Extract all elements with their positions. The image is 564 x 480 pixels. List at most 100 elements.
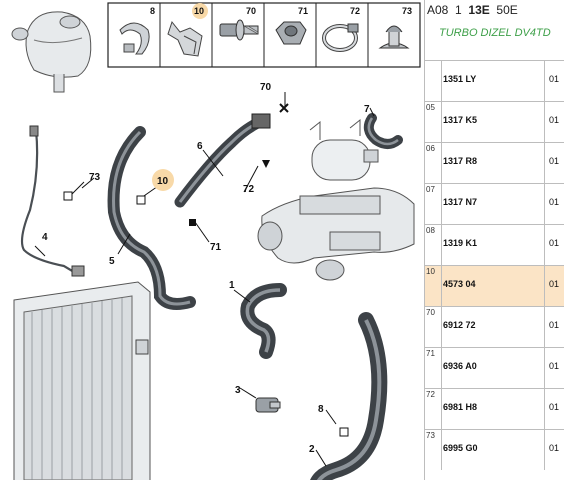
- hose-7[interactable]: [363, 113, 403, 149]
- table-row[interactable]: 70 6912 72 01: [425, 306, 564, 347]
- hose-1[interactable]: [240, 283, 287, 359]
- row-part-number[interactable]: 1317 K5: [443, 115, 478, 125]
- row-ref: 72: [426, 390, 435, 399]
- row-ref: 05: [426, 103, 435, 112]
- row-divider: [441, 307, 442, 347]
- table-row[interactable]: 05 1317 K5 01: [425, 101, 564, 142]
- parts-panel: A08 1 13E 50E TURBO DIZEL DV4TD 1351 LY 0…: [424, 0, 564, 480]
- thumb-label-72: 72: [350, 6, 360, 16]
- row-ref: 71: [426, 349, 435, 358]
- engine-name: TURBO DIZEL DV4TD: [439, 27, 551, 39]
- hose-4[interactable]: [20, 125, 85, 277]
- callout-7: 7: [364, 104, 370, 115]
- callout-4: 4: [42, 232, 48, 243]
- callout-72: 72: [243, 184, 255, 195]
- thumb-label-8: 8: [150, 6, 155, 16]
- row-part-number[interactable]: 4573 04: [443, 279, 476, 289]
- thumb-label-70: 70: [246, 6, 256, 16]
- table-row[interactable]: 07 1317 N7 01: [425, 183, 564, 224]
- row-ref: 08: [426, 226, 435, 235]
- row-part-number[interactable]: 6995 G0: [443, 443, 478, 453]
- row-divider: [544, 389, 545, 429]
- row-part-number[interactable]: 1317 N7: [443, 197, 478, 207]
- water-outlet-housing[interactable]: [257, 187, 415, 281]
- row-quantity: 01: [549, 361, 560, 371]
- callout-highlight-10: [152, 169, 174, 191]
- row-part-number[interactable]: 1319 K1: [443, 238, 478, 248]
- callout-labels: 10 73 4 5 6 70 7 72 71 1 3 8 2: [42, 82, 370, 455]
- thumb-bolt-70[interactable]: 70: [219, 6, 259, 41]
- thumb-label-71: 71: [298, 6, 308, 16]
- row-quantity: 01: [549, 156, 560, 166]
- row-quantity: 01: [549, 74, 560, 84]
- row-quantity: 01: [549, 443, 560, 453]
- callout-10: 10: [157, 176, 169, 187]
- row-divider: [544, 348, 545, 388]
- callout-8: 8: [318, 404, 324, 415]
- row-part-number[interactable]: 1351 LY: [443, 74, 477, 84]
- header-engine-code: 13E: [468, 3, 490, 17]
- row-divider: [441, 102, 442, 142]
- thumb-nut-71[interactable]: 71: [275, 6, 308, 45]
- row-ref: 70: [426, 308, 435, 317]
- row-part-number[interactable]: 6912 72: [443, 320, 476, 330]
- thumb-clip-10[interactable]: 10: [167, 3, 208, 57]
- table-row[interactable]: 71 6936 A0 01: [425, 347, 564, 388]
- row-quantity: 01: [549, 320, 560, 330]
- callout-70: 70: [260, 82, 272, 93]
- marker-8: [339, 427, 349, 437]
- hose-6[interactable]: [174, 113, 271, 208]
- row-quantity: 01: [549, 115, 560, 125]
- diagram-header: A08 1 13E 50E: [425, 0, 564, 21]
- row-divider: [544, 266, 545, 306]
- table-row[interactable]: 1351 LY 01: [425, 60, 564, 101]
- thumb-label-73: 73: [402, 6, 412, 16]
- hose-2[interactable]: [310, 312, 388, 480]
- callout-5: 5: [109, 256, 115, 267]
- thumb-clip-8[interactable]: 8: [119, 6, 155, 55]
- marker-71: [189, 219, 196, 226]
- row-divider: [544, 184, 545, 224]
- row-ref: 10: [426, 267, 435, 276]
- table-row[interactable]: 08 1319 K1 01: [425, 224, 564, 265]
- bleed-screw-3[interactable]: [255, 397, 281, 413]
- row-ref: 06: [426, 144, 435, 153]
- callout-71: 71: [210, 242, 222, 253]
- radiator[interactable]: [13, 281, 151, 480]
- row-part-number[interactable]: 6981 H8: [443, 402, 478, 412]
- exploded-diagram: 8 10 70 71 72: [11, 2, 421, 480]
- header-prefix: A08: [427, 3, 449, 17]
- row-quantity: 01: [549, 197, 560, 207]
- row-quantity: 01: [549, 238, 560, 248]
- callout-73: 73: [89, 172, 101, 183]
- row-ref: 07: [426, 185, 435, 194]
- callout-1: 1: [229, 280, 235, 291]
- row-divider: [544, 430, 545, 470]
- row-divider: [441, 143, 442, 183]
- row-part-number[interactable]: 1317 R8: [443, 156, 478, 166]
- hose-5[interactable]: [107, 126, 196, 310]
- header-sep: 1: [455, 3, 462, 17]
- thumb-pushclip-73[interactable]: 73: [378, 6, 412, 49]
- row-divider: [544, 307, 545, 347]
- row-part-number[interactable]: 6936 A0: [443, 361, 477, 371]
- egr-cooler[interactable]: [309, 118, 379, 181]
- header-suffix: 50E: [496, 3, 518, 17]
- marker-70: [279, 103, 289, 113]
- expansion-tank[interactable]: [11, 11, 92, 93]
- callout-6: 6: [197, 141, 203, 152]
- row-divider: [441, 225, 442, 265]
- table-row[interactable]: 06 1317 R8 01: [425, 142, 564, 183]
- row-divider: [441, 266, 442, 306]
- row-divider: [441, 61, 442, 101]
- row-divider: [441, 184, 442, 224]
- row-divider: [441, 430, 442, 470]
- marker-73: [63, 191, 73, 201]
- thumb-clamp-72[interactable]: 72: [322, 6, 360, 52]
- row-divider: [544, 61, 545, 101]
- callout-3: 3: [235, 385, 241, 396]
- thumbnail-strip: 8 10 70 71 72: [107, 2, 421, 68]
